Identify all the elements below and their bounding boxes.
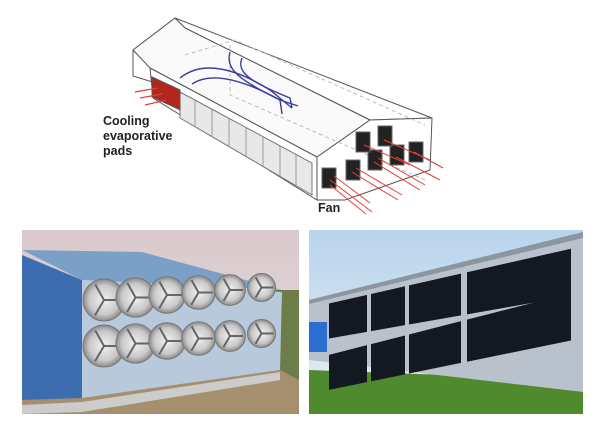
- fan: [82, 324, 126, 368]
- label-fan: Fan: [318, 201, 341, 215]
- fan: [181, 275, 216, 310]
- photo-fan-wall: [22, 230, 299, 414]
- evaporative-pad-panel: [371, 335, 405, 382]
- evaporative-pad-panel: [329, 345, 367, 390]
- tunnel-ventilation-diagram: [132, 17, 444, 215]
- fan: [115, 323, 156, 364]
- photo-pad-wall: [309, 230, 583, 414]
- fan: [214, 274, 246, 306]
- exhaust-airflow-arrows: [329, 139, 444, 215]
- fan: [148, 276, 186, 314]
- evaporative-pad: [151, 76, 181, 111]
- fan: [148, 322, 186, 360]
- fan: [115, 277, 156, 318]
- fan: [214, 320, 246, 352]
- evaporative-pad-panel: [329, 294, 367, 339]
- fan: [247, 319, 276, 348]
- inlet-airflow-arrows: [134, 87, 167, 106]
- evaporative-pad-panel: [409, 321, 461, 374]
- evaporative-pad-panel: [371, 286, 405, 332]
- evaporative-pad-panel: [409, 273, 461, 325]
- fan: [247, 273, 276, 302]
- interior-airflow-arrows: [179, 51, 299, 115]
- fan: [181, 321, 216, 356]
- evaporative-pad-panel: [467, 248, 571, 315]
- evaporative-pad-panel: [467, 293, 571, 362]
- label-cooling-pads: Cooling evaporative pads: [103, 114, 173, 158]
